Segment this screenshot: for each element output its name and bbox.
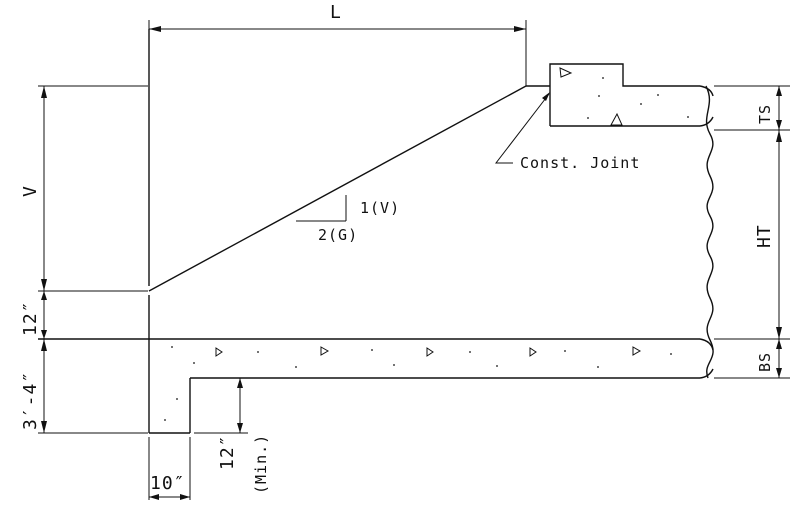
bottom-slab-label: BS (756, 352, 774, 372)
footing-depth-label: 12″ (217, 434, 238, 470)
dimension-footing-width: 10″ (148, 437, 191, 500)
slope-horizontal-label: 2(G) (318, 226, 358, 244)
break-line (705, 85, 714, 379)
top-slab-label: TS (756, 104, 774, 124)
bottom-slab (38, 338, 714, 434)
offset-label: 12″ (20, 300, 41, 336)
length-label: L (330, 2, 342, 23)
vertical-label: V (20, 185, 41, 197)
left-extension-lines (38, 85, 148, 434)
dimension-footing-depth: 12″ (Min.) (194, 377, 270, 494)
slope-vertical-label: 1(V) (360, 199, 400, 217)
footing-width-label: 10″ (150, 473, 186, 494)
dimension-bottom-slab: BS (756, 339, 782, 378)
right-extension-lines (714, 85, 790, 379)
construction-joint-leader: Const. Joint (494, 92, 640, 172)
depth-left-label: 3′-4″ (20, 371, 41, 430)
dimension-offset: 12″ (20, 291, 47, 339)
footing-depth-note: (Min.) (252, 434, 270, 494)
dimension-depth-left: 3′-4″ (20, 339, 47, 433)
slope-indicator: 1(V) 2(G) (296, 195, 400, 244)
dimension-length: L (148, 2, 527, 86)
dimension-top-slab: TS (756, 86, 782, 130)
wingwall (148, 29, 527, 433)
height-label: HT (754, 224, 775, 248)
joint-label: Const. Joint (520, 154, 640, 172)
dimension-height: HT (754, 130, 782, 339)
top-slab (526, 63, 714, 127)
dimension-vertical: V (20, 86, 47, 291)
